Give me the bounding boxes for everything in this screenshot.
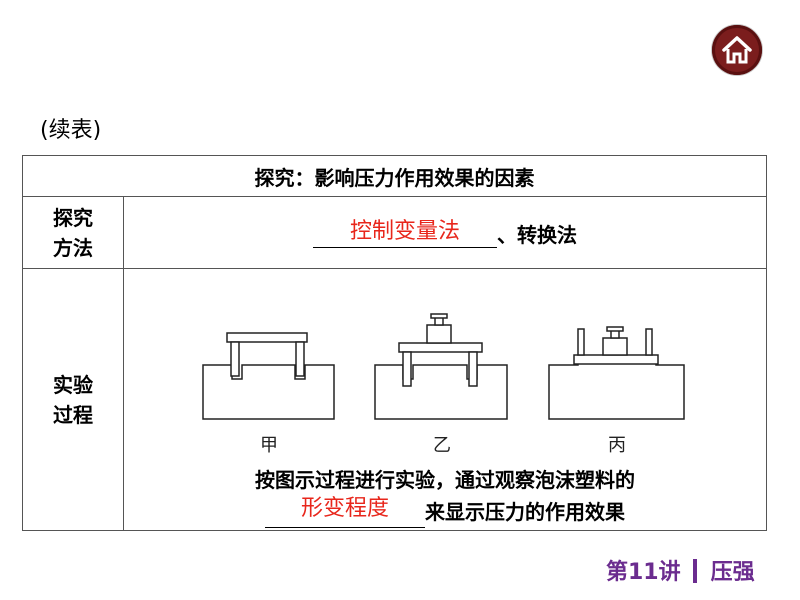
footer: 第11讲 压强 (606, 554, 755, 586)
home-button[interactable] (712, 25, 762, 75)
figure-label-jia: 甲 (260, 435, 278, 456)
method-suffix: 、转换法 (497, 223, 577, 247)
method-label: 探究 方法 (22, 196, 124, 269)
process-description: 按图示过程进行实验，通过观察泡沫塑料的 形变程度 来显示压力的作用效果 (124, 464, 766, 528)
method-answer-blank: 控制变量法 (313, 217, 497, 248)
process-label: 实验 过程 (22, 268, 124, 531)
process-content: 甲 乙 丙 按图示过程进行实验，通过观察泡沫塑料的 形变程度 来显示压力的作用效果 (123, 268, 767, 531)
process-text-line1: 按图示过程进行实验，通过观察泡沫塑料的 (255, 468, 635, 492)
process-suffix: 来显示压力的作用效果 (425, 500, 625, 524)
experiment-figures: 甲 乙 丙 (202, 313, 685, 456)
footer-topic: 压强 (710, 560, 755, 585)
home-icon (722, 36, 752, 64)
table-title-row: 探究：影响压力作用效果的因素 (22, 155, 767, 197)
process-answer: 形变程度 (300, 496, 389, 521)
figure-jia (202, 332, 335, 420)
table-title: 探究：影响压力作用效果的因素 (22, 155, 767, 197)
figure-label-yi: 乙 (433, 435, 451, 456)
process-text-line2: 形变程度 来显示压力的作用效果 (124, 496, 766, 528)
experiment-table: 探究：影响压力作用效果的因素 探究 方法 控制变量法 、转换法 实验 过程 (22, 155, 767, 531)
figure-bing (548, 326, 685, 420)
process-answer-blank: 形变程度 (265, 496, 425, 528)
footer-lesson: 第11讲 (606, 560, 681, 585)
figure-yi (374, 313, 508, 420)
figure-label-bing: 丙 (608, 435, 626, 456)
table-continued-caption: (续表) (40, 118, 102, 143)
method-content: 控制变量法 、转换法 (123, 196, 767, 269)
process-row: 实验 过程 (22, 268, 767, 531)
footer-divider (692, 559, 697, 583)
method-answer: 控制变量法 (349, 219, 460, 244)
method-row: 探究 方法 控制变量法 、转换法 (22, 196, 767, 269)
